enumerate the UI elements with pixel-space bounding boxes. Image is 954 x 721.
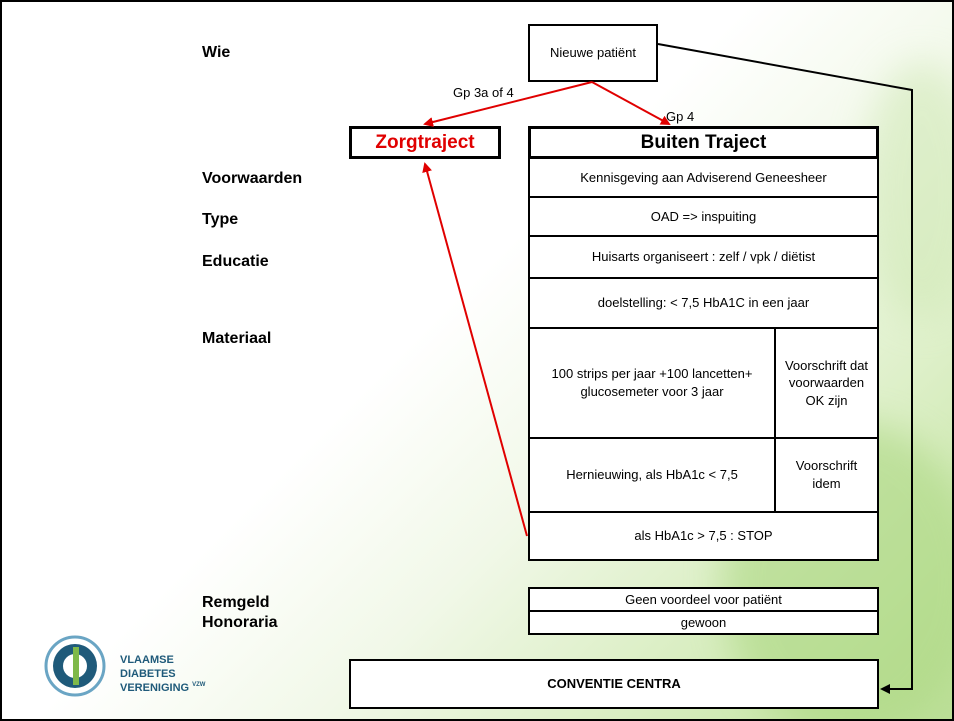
logo-line2: DIABETES bbox=[120, 667, 176, 680]
label-wie: Wie bbox=[202, 44, 231, 61]
edge-label-gp3a: Gp 3a of 4 bbox=[453, 85, 514, 100]
label-honoraria: Honoraria bbox=[202, 614, 278, 631]
logo-wordmark: VLAAMSE DIABETES VERENIGING VZW bbox=[120, 654, 205, 695]
node-zorgtraject: Zorgtraject bbox=[349, 126, 501, 159]
node-doelstelling: doelstelling: < 7,5 HbA1C in een jaar bbox=[528, 277, 879, 329]
node-stop: als HbA1c > 7,5 : STOP bbox=[528, 511, 879, 561]
label-remgeld: Remgeld bbox=[202, 594, 270, 611]
node-gewoon: gewoon bbox=[528, 610, 879, 635]
logo-emblem-icon bbox=[44, 635, 106, 697]
logo-line3: VERENIGING VZW bbox=[120, 682, 205, 696]
arrow-to-conventie bbox=[657, 43, 913, 694]
label-educatie: Educatie bbox=[202, 253, 269, 270]
arrow-to-buiten-traject bbox=[591, 81, 671, 125]
node-oad: OAD => inspuiting bbox=[528, 196, 879, 237]
arrow-stop-to-zorgtraject bbox=[422, 162, 528, 537]
logo-suffix: VZW bbox=[192, 681, 206, 688]
logo-line1: VLAAMSE bbox=[120, 654, 174, 666]
vdv-logo bbox=[44, 635, 106, 697]
node-kennisgeving: Kennisgeving aan Adviserend Geneesheer bbox=[528, 157, 879, 198]
node-nieuwe-patient: Nieuwe patiënt bbox=[528, 24, 658, 82]
node-strips: 100 strips per jaar +100 lancetten+ gluc… bbox=[528, 327, 776, 439]
label-materiaal: Materiaal bbox=[202, 330, 272, 347]
arrow-to-zorgtraject bbox=[423, 81, 593, 127]
label-voorwaarden: Voorwaarden bbox=[202, 170, 303, 187]
edge-label-gp4: Gp 4 bbox=[666, 109, 695, 124]
node-huisarts: Huisarts organiseert : zelf / vpk / diët… bbox=[528, 235, 879, 279]
logo-line3-text: VERENIGING bbox=[120, 681, 190, 694]
node-conventie-centra: CONVENTIE CENTRA bbox=[349, 659, 879, 709]
label-type: Type bbox=[202, 211, 239, 228]
